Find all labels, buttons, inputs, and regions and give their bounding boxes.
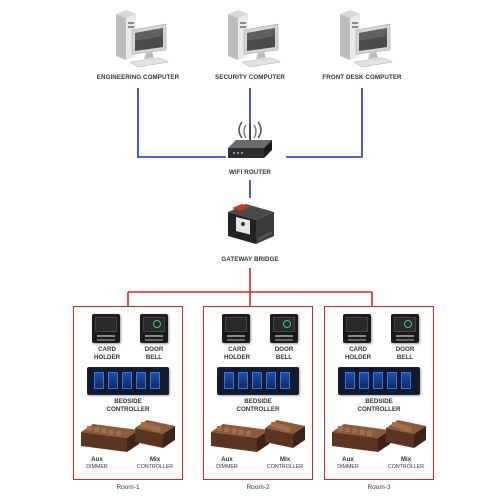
door-bell-icon	[391, 314, 419, 343]
engineering-to-router-line	[137, 88, 226, 158]
computer-label: SECURITY COMPUTER	[215, 74, 285, 81]
mix-controller-icon	[386, 420, 426, 448]
room-label: Room-2	[246, 484, 270, 491]
computer-label: ENGINEERING COMPUTER	[96, 74, 180, 81]
computer-label: FRONT DESK COMPUTER	[322, 74, 402, 81]
computer-icon	[340, 10, 393, 68]
mix-controller-icon	[265, 420, 305, 448]
room-label: Room-1	[116, 484, 140, 491]
mix-controller-icon	[135, 420, 175, 448]
wifi-router-icon	[228, 121, 272, 158]
router-label: WIFI ROUTER	[228, 169, 272, 176]
bridge-label: GATEWAY BRIDGE	[221, 256, 279, 263]
card-holder-icon	[222, 314, 250, 343]
door-bell-icon	[270, 314, 298, 343]
computer-icon	[116, 10, 169, 68]
gateway-bridge-icon	[228, 204, 274, 244]
card-holder-icon	[343, 314, 371, 343]
aux-dimmer-icon	[81, 424, 139, 452]
frontdesk-to-router-line	[286, 88, 363, 158]
computer-icon	[228, 10, 281, 68]
door-bell-icon	[140, 314, 168, 343]
bedside-controller-icon	[217, 367, 299, 395]
bedside-controller-icon	[87, 367, 169, 395]
aux-dimmer-icon	[332, 424, 390, 452]
bedside-controller-icon	[338, 367, 420, 395]
room-label: Room-3	[367, 484, 391, 491]
card-holder-icon	[92, 314, 120, 343]
aux-dimmer-icon	[211, 424, 269, 452]
